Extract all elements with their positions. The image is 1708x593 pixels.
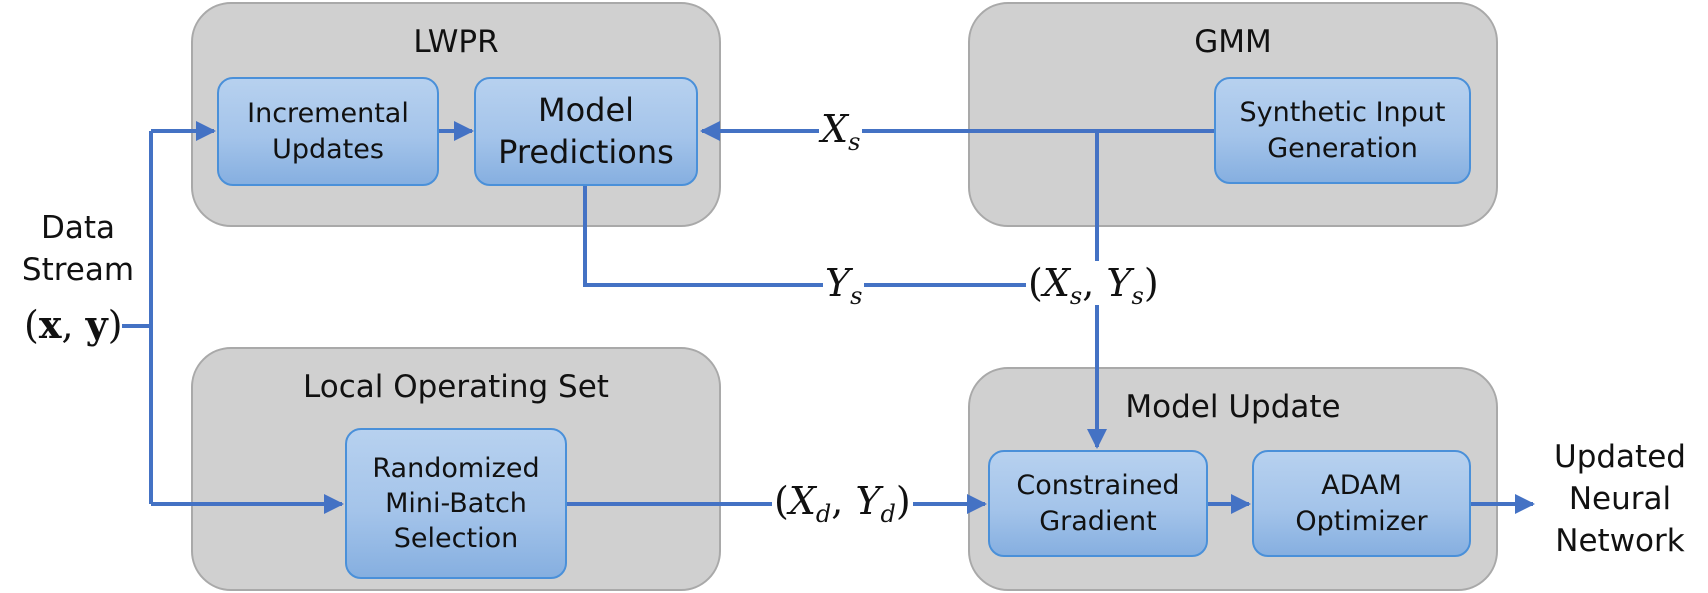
group-title-gmm: GMM <box>1194 24 1272 60</box>
constrained-gradient-node: Constrained Gradient <box>988 450 1208 557</box>
label-xs-ys-xsub: s <box>1069 282 1083 310</box>
data-stream-xy-y: y <box>85 302 108 347</box>
data-stream-line-2: Stream <box>21 251 135 288</box>
label-xd-yd-x: X <box>788 479 816 523</box>
model-predictions-line-1: Model <box>537 90 635 129</box>
data-stream-label: Data Stream <box>8 208 148 292</box>
incremental-updates-node: Incremental Updates <box>217 77 439 186</box>
label-xs-sym: X <box>821 107 849 151</box>
model-predictions-node: Model Predictions <box>474 77 698 186</box>
constrained-gradient-line-2: Gradient <box>1039 505 1157 537</box>
label-xs-ys-comma: , <box>1082 261 1107 305</box>
label-ys-sub: s <box>850 282 863 310</box>
label-xs: Xs <box>819 107 863 154</box>
randomized-line-2: Mini-Batch <box>385 487 527 519</box>
label-xs-ys: (Xs, Ys) <box>1026 261 1161 308</box>
incremental-updates-line-1: Incremental <box>247 98 409 130</box>
randomized-line-3: Selection <box>393 523 519 555</box>
data-stream-xy: (x, y) <box>22 302 125 347</box>
label-xs-ys-open: ( <box>1028 261 1043 305</box>
incremental-updates-line-2: Updates <box>272 133 384 165</box>
data-stream-xy-comma: , <box>61 303 86 347</box>
randomized-mini-batch-selection-node: Randomized Mini-Batch Selection <box>345 428 567 579</box>
label-xd-yd-comma: , <box>831 479 856 523</box>
label-xd-yd-open: ( <box>774 479 789 523</box>
output-line-3: Network <box>1555 522 1685 559</box>
label-xd-yd: (Xd, Yd) <box>772 479 913 526</box>
label-ys-sym: Y <box>825 261 851 305</box>
group-title-local-operating-set: Local Operating Set <box>303 369 609 405</box>
adam-optimizer-line-2: Optimizer <box>1295 505 1428 537</box>
group-title-lwpr: LWPR <box>413 24 499 60</box>
label-ys: Ys <box>823 261 865 308</box>
adam-optimizer-node: ADAM Optimizer <box>1252 450 1471 557</box>
edge-ys <box>583 186 1030 287</box>
model-predictions-line-2: Predictions <box>498 132 674 171</box>
data-stream-xy-open: ( <box>24 303 39 347</box>
label-xs-ys-close: ) <box>1143 261 1159 305</box>
synthetic-input-generation-node: Synthetic Input Generation <box>1214 77 1471 184</box>
label-xd-yd-close: ) <box>895 479 911 523</box>
output-line-2: Neural <box>1568 480 1672 517</box>
group-title-model-update: Model Update <box>1125 389 1341 425</box>
edge-data-stream-trunk <box>122 131 153 504</box>
label-xd-yd-xsub: d <box>815 500 832 528</box>
label-xs-ys-y: Y <box>1106 261 1132 305</box>
label-xd-yd-y: Y <box>855 479 881 523</box>
label-xs-sub: s <box>848 128 861 156</box>
adam-optimizer-line-1: ADAM <box>1321 470 1402 502</box>
label-xd-yd-ysub: d <box>880 500 896 528</box>
data-stream-line-1: Data <box>40 210 116 246</box>
label-xs-ys-ysub: s <box>1131 282 1144 310</box>
constrained-gradient-line-1: Constrained <box>1016 470 1180 502</box>
synthetic-input-generation-line-2: Generation <box>1267 132 1418 164</box>
data-stream-xy-close: ) <box>107 303 123 347</box>
updated-neural-network-label: Updated Neural Network <box>1542 437 1698 563</box>
data-stream-xy-x: x <box>38 302 62 347</box>
label-xs-ys-x: X <box>1042 261 1070 305</box>
output-line-1: Updated <box>1554 439 1686 475</box>
randomized-line-1: Randomized <box>372 452 540 484</box>
synthetic-input-generation-line-1: Synthetic Input <box>1239 97 1446 129</box>
